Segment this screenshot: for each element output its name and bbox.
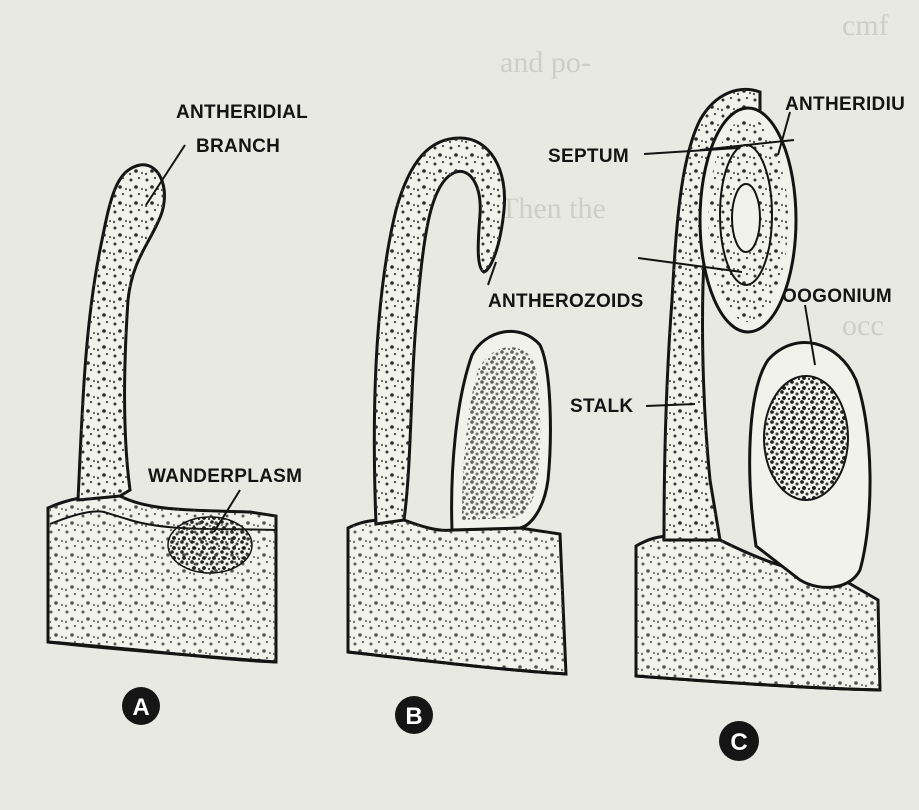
background-text-line: Then the [500,192,606,225]
stage-letter: B [405,703,422,730]
stage-a-drawing [48,165,276,662]
label-antherozoids: ANTHEROZOIDS [488,291,644,312]
stage-badges: A B C [122,687,759,761]
label-stalk: STALK [570,396,633,417]
stage-c-drawing [636,89,880,690]
background-text-line: and po- [500,46,591,79]
label-antheridium: ANTHERIDIU [785,94,905,115]
stage-letter: C [730,729,747,756]
wanderplasm-blob [168,517,252,573]
stage-badge-b: B [395,696,433,734]
background-text-line: occ [842,309,884,342]
stage-badge-a: A [122,687,160,725]
stage-badge-c: C [719,721,759,761]
label-antheridial-line1: ANTHERIDIAL [176,102,308,123]
label-oogonium: OOGONIUM [782,286,892,307]
stage-letter: A [132,694,149,721]
label-septum: SEPTUM [548,146,629,167]
background-text-line: cmf [842,9,889,42]
label-antheridial-line2: BRANCH [196,136,280,157]
label-wanderplasm: WANDERPLASM [148,466,302,487]
